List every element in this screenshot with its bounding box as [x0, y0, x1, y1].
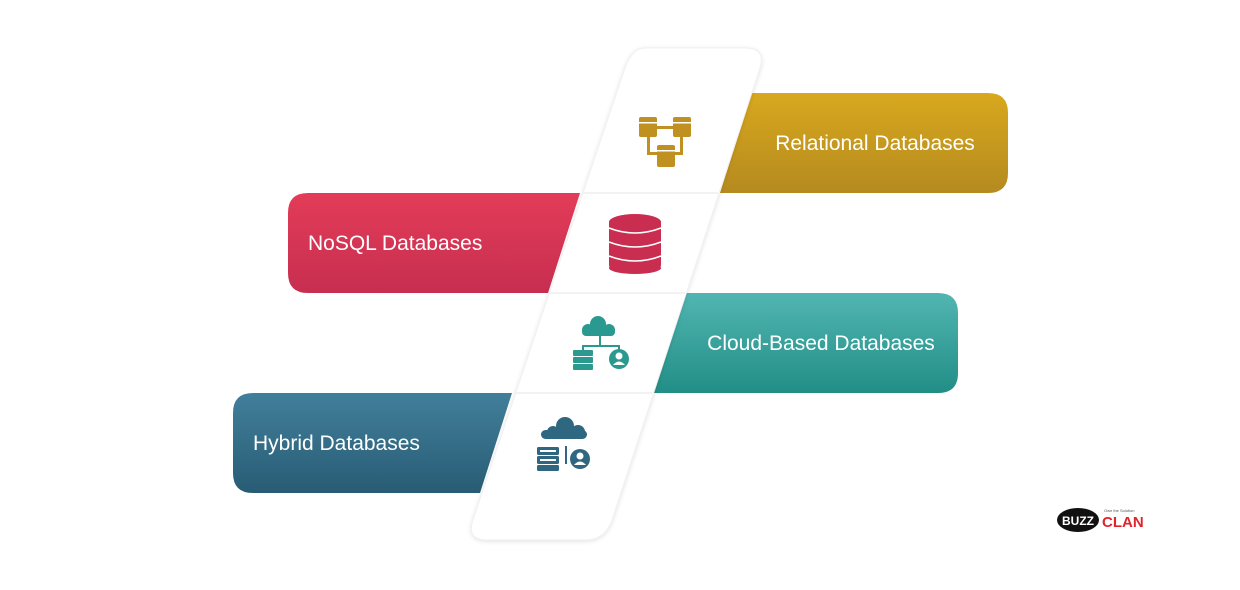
label-cloud: Cloud-Based Databases	[707, 332, 935, 355]
label-relational: Relational Databases	[775, 132, 975, 155]
relational-tables-icon	[639, 117, 691, 167]
buzzclan-logo: BUZZ CLAN Own the Solution	[1057, 508, 1144, 532]
bar-relational	[720, 93, 1008, 193]
panel-dividers	[516, 192, 718, 394]
database-cylinder-icon	[608, 214, 662, 274]
svg-text:Own the Solution: Own the Solution	[1104, 508, 1134, 513]
cloud-server-user-icon	[573, 316, 629, 370]
label-hybrid: Hybrid Databases	[253, 432, 420, 455]
bar-hybrid	[233, 393, 512, 493]
svg-text:BUZZ: BUZZ	[1062, 514, 1094, 528]
hybrid-cloud-server-user-icon	[537, 417, 590, 471]
bar-nosql	[288, 193, 580, 293]
label-nosql: NoSQL Databases	[308, 232, 482, 255]
bar-cloud	[652, 293, 958, 393]
svg-text:CLAN: CLAN	[1102, 514, 1144, 531]
